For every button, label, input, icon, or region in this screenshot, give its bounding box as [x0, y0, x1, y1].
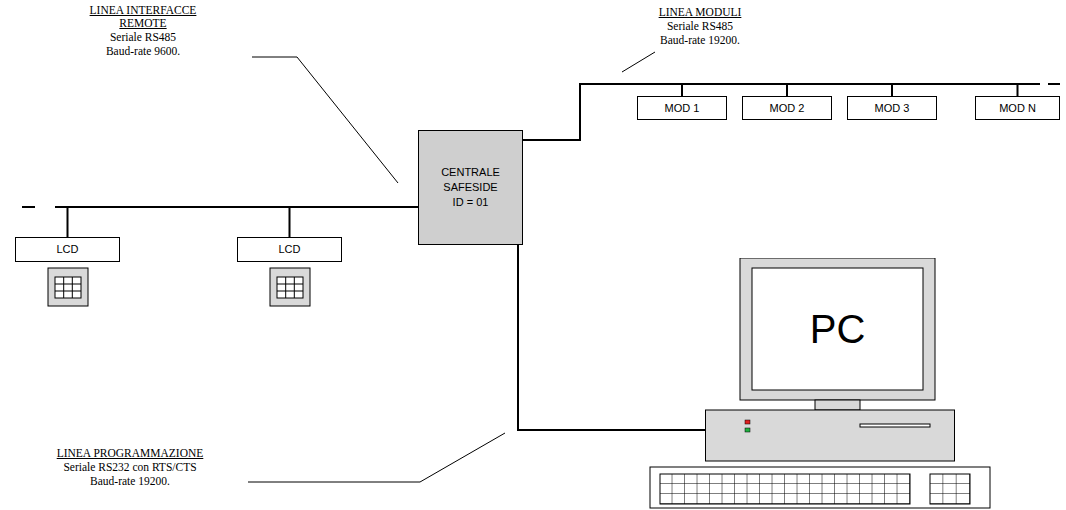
monitor-frame	[740, 258, 935, 400]
serial-line	[523, 84, 892, 140]
box-label: CENTRALE SAFESIDE ID = 01	[439, 165, 503, 210]
box-label: MOD 2	[770, 101, 805, 116]
box-label: LCD	[278, 242, 300, 257]
line-spec: Seriale RS485	[110, 31, 176, 44]
serial-line	[523, 84, 1018, 140]
power-led	[745, 420, 750, 424]
monitor-stand	[815, 400, 860, 410]
line-spec: Seriale RS485	[667, 20, 733, 33]
module-box: MOD 1	[637, 96, 727, 120]
line-spec: Baud-rate 19200.	[660, 34, 740, 47]
control-panel-box: CENTRALE SAFESIDE ID = 01	[418, 130, 523, 245]
leader-line	[248, 433, 505, 482]
module-box: MOD 2	[742, 96, 832, 120]
serial-line	[68, 207, 419, 237]
line-spec: Baud-rate 9600.	[106, 45, 180, 58]
module-box: MOD 3	[847, 96, 937, 120]
bus-line	[55, 206, 68, 208]
box-label: MOD N	[999, 101, 1036, 116]
keypad-icon	[48, 268, 88, 306]
bus-continuation-dash	[22, 206, 35, 208]
monitor-screen	[752, 268, 923, 390]
keypad-icon	[270, 268, 310, 306]
computer-case	[706, 410, 955, 461]
line-spec: Seriale RS232 con RTS/CTS	[63, 461, 196, 474]
disk-led	[745, 428, 750, 432]
module-box: MOD N	[975, 96, 1060, 120]
drive-slot	[860, 424, 930, 427]
line-heading: LINEA PROGRAMMAZIONE	[57, 447, 204, 460]
line-heading: LINEA MODULI	[659, 6, 742, 19]
line-spec: Baud-rate 19200.	[90, 475, 170, 488]
bus-line	[1017, 83, 1040, 85]
box-label: LCD	[56, 242, 78, 257]
leader-line	[252, 57, 398, 183]
computer-outline	[705, 258, 955, 462]
box-label: MOD 3	[875, 101, 910, 116]
leader-line	[622, 52, 655, 72]
screen-label: PC	[752, 268, 923, 390]
serial-line	[290, 207, 419, 237]
serial-line	[518, 245, 705, 430]
bus-continuation-dash	[1048, 83, 1060, 85]
lcd-box: LCD	[237, 237, 342, 262]
computer-illustration: PC	[705, 258, 955, 462]
keyboard-illustration	[650, 467, 990, 508]
box-label: MOD 1	[665, 101, 700, 116]
lcd-box: LCD	[15, 237, 120, 262]
line-heading: LINEA INTERFACCE REMOTE	[78, 4, 208, 30]
